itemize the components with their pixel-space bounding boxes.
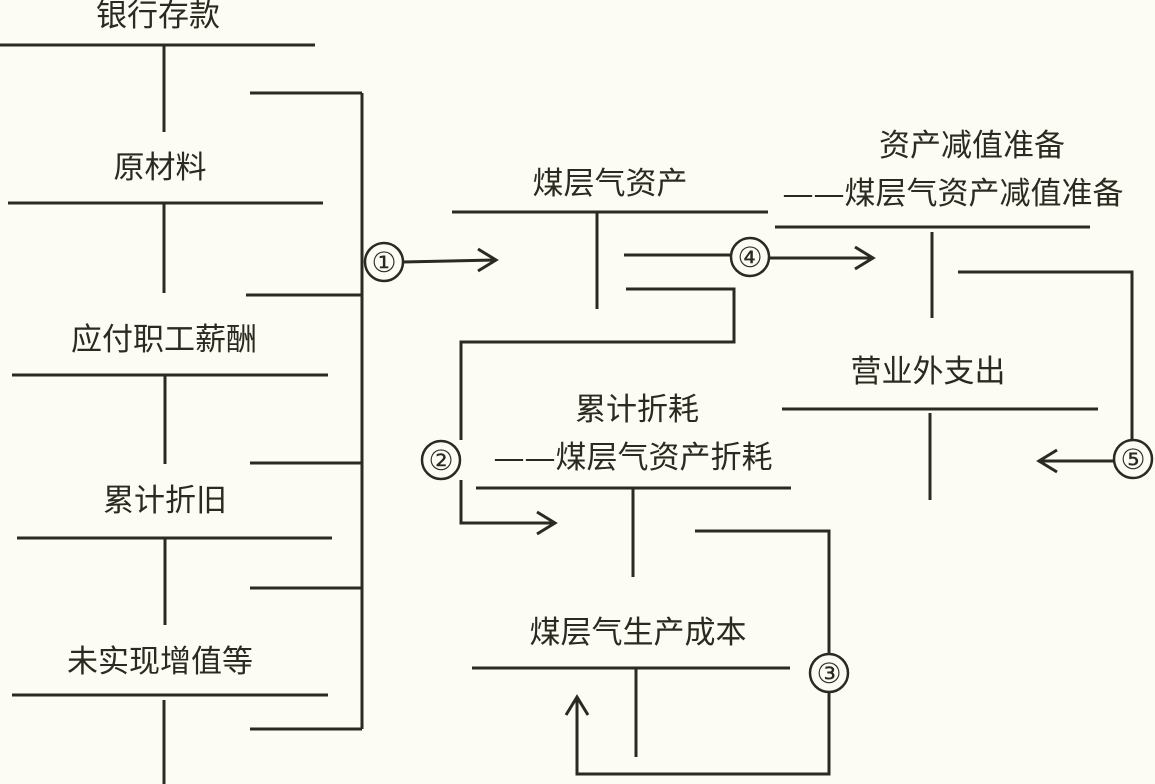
t-account-payroll-payable: 应付职工薪酬: [12, 322, 328, 464]
account-label-cbm-assets: 煤层气资产: [533, 166, 688, 202]
account-label-accumulated-depletion: 累计折耗: [575, 392, 699, 428]
step-marker-1: [363, 241, 405, 283]
step-marker-4: [729, 236, 771, 278]
t-account-non-operating-expense: 营业外支出: [782, 354, 1098, 500]
t-account-bank-deposit: 银行存款: [0, 0, 315, 132]
step-4-arrow: ④: [624, 236, 876, 278]
step-2-arrow: ②: [420, 287, 736, 536]
step-marker-5: [1112, 438, 1154, 480]
account-sublabel-accumulated-depletion: ——煤层气资产折耗: [494, 440, 773, 476]
account-label-cbm-production-cost: 煤层气生产成本: [530, 615, 747, 651]
account-label-unrealized-appreciation: 未实现增值等: [67, 644, 253, 680]
t-account-raw-materials: 原材料: [8, 150, 323, 293]
step-number-2: ②: [428, 444, 453, 477]
step-marker-2: [420, 439, 462, 481]
t-account-accumulated-depletion: 累计折耗 ——煤层气资产折耗: [476, 392, 791, 577]
account-sublabel-impairment-reserve: ——煤层气资产减值准备: [783, 176, 1124, 212]
step-5-arrow: ⑤: [958, 270, 1154, 480]
account-label-non-operating-expense: 营业外支出: [851, 354, 1006, 390]
account-label-payroll-payable: 应付职工薪酬: [71, 322, 257, 358]
step-1-arrow: ①: [363, 241, 499, 283]
account-label-raw-materials: 原材料: [114, 150, 207, 186]
step-number-4: ④: [737, 241, 762, 274]
t-account-cbm-assets: 煤层气资产: [452, 166, 768, 309]
step-number-3: ③: [816, 657, 841, 690]
step-3-arrow: ③: [564, 529, 850, 776]
left-collector-bracket: [246, 91, 364, 731]
t-account-impairment-reserve: 资产减值准备 ——煤层气资产减值准备: [775, 128, 1124, 318]
step-number-5: ⑤: [1120, 443, 1145, 476]
step-marker-3: [808, 652, 850, 694]
t-account-accumulated-depreciation: 累计折旧: [17, 483, 332, 625]
t-account-cbm-production-cost: 煤层气生产成本: [472, 615, 790, 757]
account-label-impairment-reserve: 资产减值准备: [879, 128, 1065, 164]
account-label-accumulated-depreciation: 累计折旧: [103, 483, 227, 519]
step-number-1: ①: [371, 246, 396, 279]
account-label-bank-deposit: 银行存款: [96, 0, 220, 34]
t-account-unrealized-appreciation: 未实现增值等: [12, 644, 328, 784]
